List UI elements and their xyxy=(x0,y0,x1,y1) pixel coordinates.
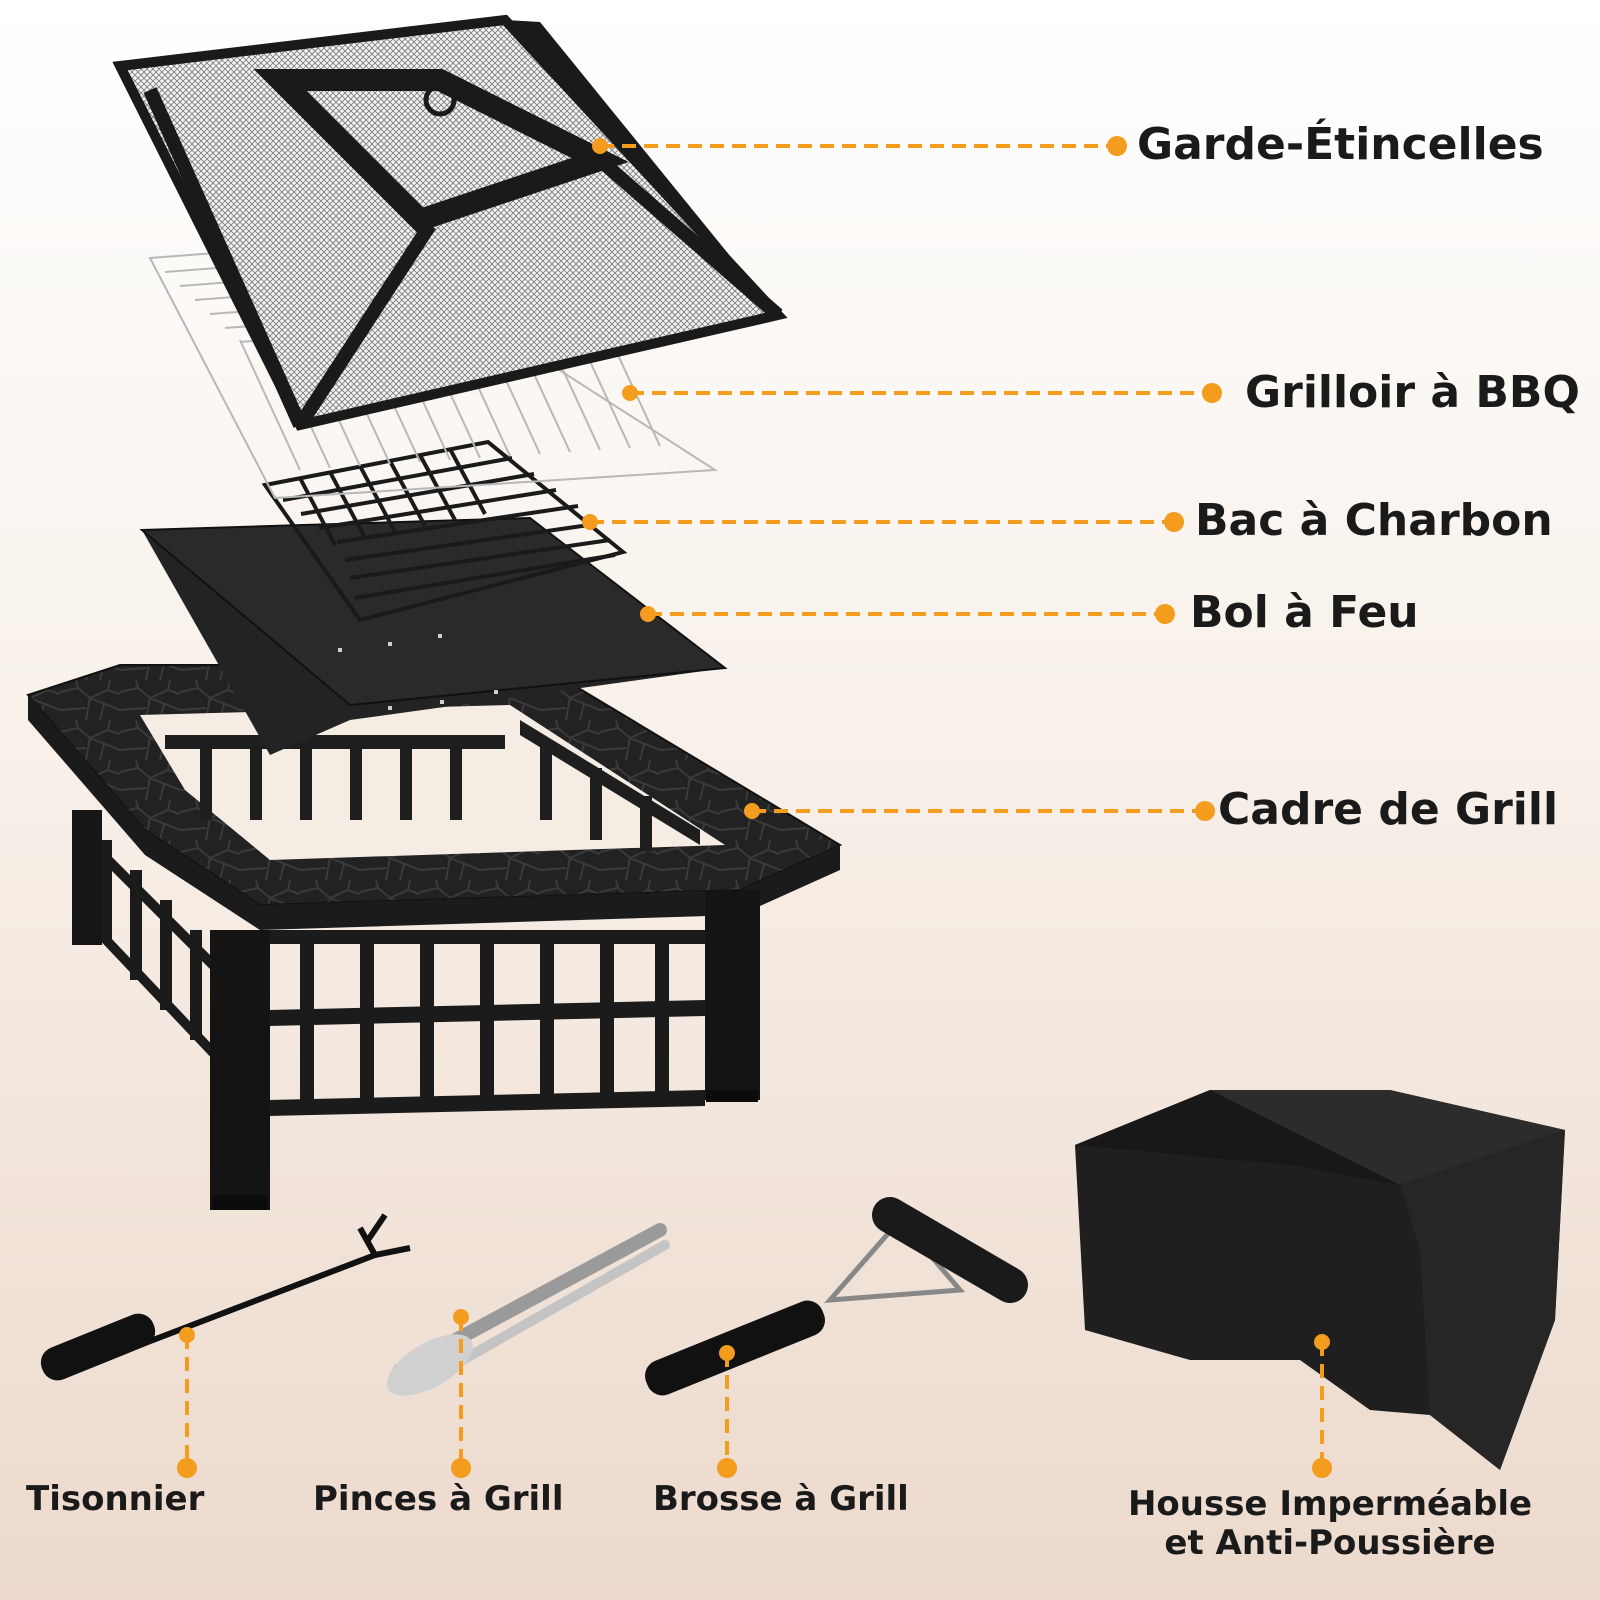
grill-brush-illustration xyxy=(645,1197,1028,1396)
label-cover: Housse Imperméable et Anti-Poussière xyxy=(1100,1484,1560,1564)
label-cover-line2: et Anti-Poussière xyxy=(1164,1523,1496,1564)
protective-cover-illustration xyxy=(1075,1090,1565,1470)
spark-guard-illustration xyxy=(112,14,788,431)
grill-frame-illustration xyxy=(26,664,843,1210)
poker-illustration xyxy=(40,1213,411,1381)
callout-lines xyxy=(185,144,1324,1468)
label-tongs: Pinces à Grill xyxy=(313,1479,564,1519)
label-poker: Tisonnier xyxy=(26,1479,205,1519)
charcoal-tray-illustration xyxy=(261,439,628,623)
callout-dots xyxy=(177,136,1332,1478)
label-spark-guard: Garde-Étincelles xyxy=(1137,119,1544,170)
label-brush: Brosse à Grill xyxy=(653,1479,909,1519)
tongs-illustration xyxy=(387,1223,670,1396)
label-cover-line1: Housse Imperméable xyxy=(1127,1484,1533,1524)
label-fire-bowl: Bol à Feu xyxy=(1190,587,1419,638)
label-grill-frame: Cadre de Grill xyxy=(1218,784,1559,835)
label-bbq-grill: Grilloir à BBQ xyxy=(1245,367,1580,418)
label-charcoal-tray: Bac à Charbon xyxy=(1195,495,1553,546)
